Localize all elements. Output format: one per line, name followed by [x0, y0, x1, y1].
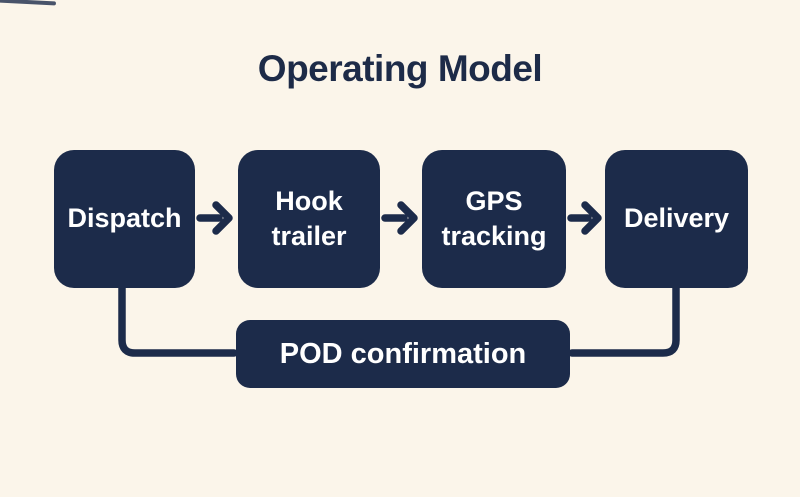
process-box-label: GPS tracking	[441, 185, 547, 251]
process-box-label: Delivery	[623, 203, 730, 234]
right-arrow-icon	[381, 201, 418, 235]
right-arrow-icon	[196, 201, 233, 235]
page-title: Operating Model	[257, 48, 543, 89]
process-box-pod-confirmation: POD confirmation	[236, 320, 570, 388]
connector-dispatch-to-pod	[118, 284, 238, 357]
connector-delivery-to-pod	[568, 284, 680, 357]
process-box-label: POD confirmation	[279, 337, 527, 370]
process-box-hook-trailer: Hook trailer	[238, 150, 380, 288]
process-box-dispatch: Dispatch	[54, 150, 195, 288]
process-box-delivery: Delivery	[605, 150, 748, 288]
process-box-label: Dispatch	[67, 203, 182, 234]
right-arrow-icon	[567, 201, 602, 235]
process-box-gps-tracking: GPS tracking	[422, 150, 566, 288]
process-box-label: Hook trailer	[271, 185, 347, 251]
